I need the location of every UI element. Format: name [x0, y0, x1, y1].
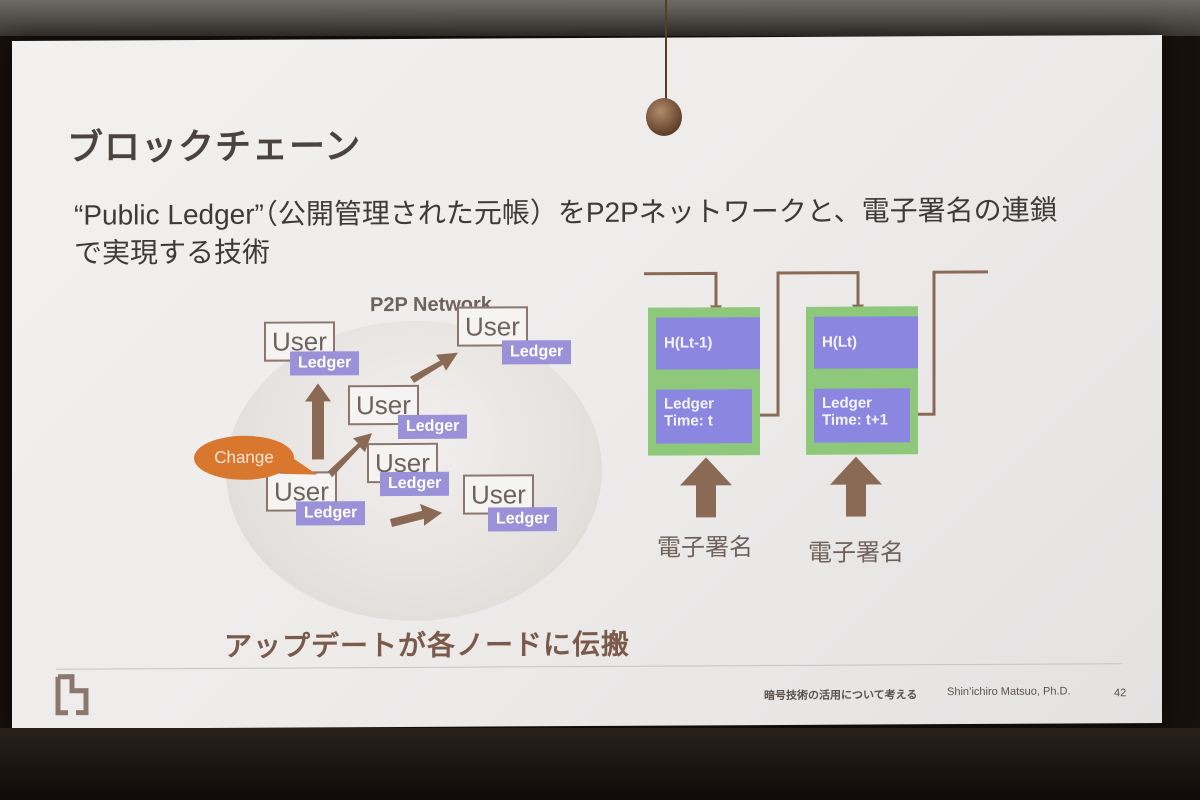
audience-area [0, 728, 1200, 800]
block-2-hash: H(Lt) [814, 316, 918, 369]
hash-link-1-to-2 [754, 271, 860, 417]
arrow-right [390, 503, 442, 528]
logo-mark [55, 674, 89, 716]
ceiling [0, 0, 1200, 36]
propagation-arrows [305, 352, 458, 528]
hash-link-out [905, 270, 988, 416]
block-2-data: Ledger Time: t+1 [814, 388, 910, 443]
arrow-up [305, 383, 331, 460]
chain-connector-lines [644, 270, 988, 518]
signature-label-1: 電子署名 [657, 534, 753, 562]
hash-link-in [644, 271, 718, 310]
chain-block-1: H(Lt-1) Ledger Time: t [648, 307, 760, 456]
block-2-time: Time: t+1 [822, 411, 888, 429]
signature-arrow-1 [680, 457, 732, 518]
signature-label-2: 電子署名 [808, 539, 904, 567]
hanging-microphone [646, 98, 682, 136]
footer-topic: 暗号技術の活用について考える [764, 689, 918, 703]
brand-logo-icon [54, 673, 98, 727]
page-number: 42 [1114, 687, 1127, 700]
arrow-diag-2 [410, 352, 458, 383]
projection-screen: ブロックチェーン “Public Ledger”（公開管理された元帳）をP2Pネ… [12, 34, 1162, 730]
block-2-ledger: Ledger [822, 394, 873, 412]
arrow-diag-1 [328, 433, 372, 478]
signature-arrow-2 [830, 456, 882, 517]
block-1-hash: H(Lt-1) [656, 317, 760, 370]
mic-cable [665, 0, 667, 100]
block-1-data: Ledger Time: t [656, 389, 752, 444]
footer-author: Shin’ichiro Matsuo, Ph.D. [947, 685, 1071, 699]
block-1-time: Time: t [664, 412, 713, 430]
chain-block-2: H(Lt) Ledger Time: t+1 [806, 306, 918, 455]
block-1-ledger: Ledger [664, 395, 715, 413]
